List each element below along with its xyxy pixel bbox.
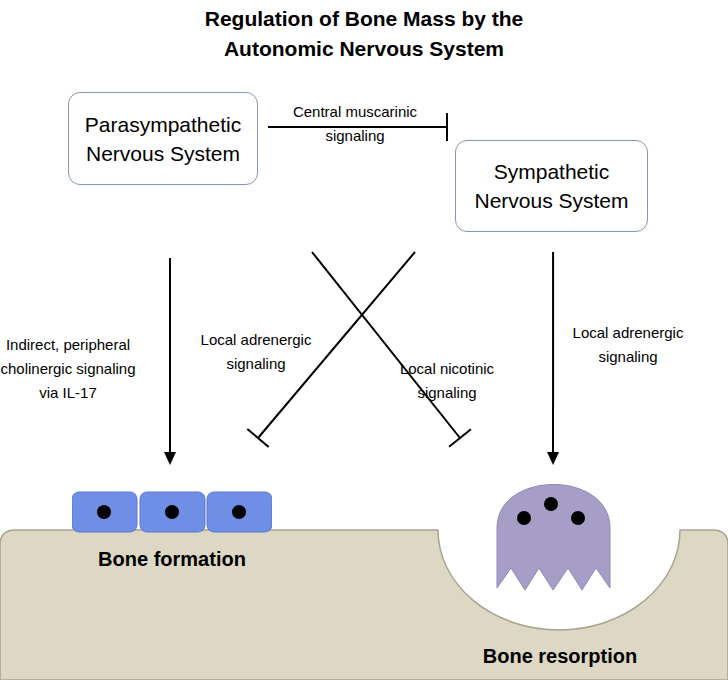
system-box: Parasympathetic Nervous System xyxy=(68,92,258,185)
system-box: Sympathetic Nervous System xyxy=(455,140,648,232)
box-label: Sympathetic Nervous System xyxy=(466,157,637,215)
diagram-title: Regulation of Bone Mass by the Autonomic… xyxy=(184,4,544,64)
cell-nucleus xyxy=(571,511,585,525)
process-label: Bone resorption xyxy=(440,644,680,668)
edge-label: Local adrenergic signaling xyxy=(198,328,314,376)
inhibition-bar xyxy=(449,429,471,446)
signal-connector xyxy=(547,252,559,465)
bone-surface xyxy=(0,530,728,680)
osteoclast-group: Bone resorption xyxy=(440,468,680,668)
arrow-head xyxy=(547,452,559,465)
signal-connector xyxy=(312,252,471,447)
edge-label: Indirect, peripheral cholinergic signali… xyxy=(0,333,136,405)
connector-line xyxy=(169,258,171,452)
box-text-group: Sympathetic Nervous System xyxy=(466,157,637,215)
connector-line xyxy=(552,252,554,452)
osteoclast-cell xyxy=(497,485,610,591)
cell-nucleus xyxy=(97,505,111,519)
edge-label: Central muscarinic signaling xyxy=(285,100,425,148)
edge-label: Local adrenergic signaling xyxy=(566,321,690,369)
process-label: Bone formation xyxy=(72,547,272,571)
osteoblast-group: Bone formation xyxy=(72,490,272,580)
osteoblast-cell xyxy=(207,492,272,532)
cell-nucleus xyxy=(517,511,531,525)
osteoblast-cell xyxy=(72,492,137,532)
edge-label: Local nicotinic signaling xyxy=(392,357,502,405)
osteoblast-cell xyxy=(140,492,205,532)
arrow-head xyxy=(164,452,176,465)
box-label: Parasympathetic Nervous System xyxy=(79,110,247,168)
cell-nucleus xyxy=(165,505,179,519)
osteoclast-illustration xyxy=(440,468,680,668)
signal-connector xyxy=(164,258,176,465)
cell-nucleus xyxy=(544,497,558,511)
cell-nucleus xyxy=(232,505,246,519)
box-text-group: Parasympathetic Nervous System xyxy=(79,110,247,168)
inhibition-bar xyxy=(446,113,448,141)
inhibition-bar xyxy=(247,429,268,447)
connector-line xyxy=(312,252,460,438)
